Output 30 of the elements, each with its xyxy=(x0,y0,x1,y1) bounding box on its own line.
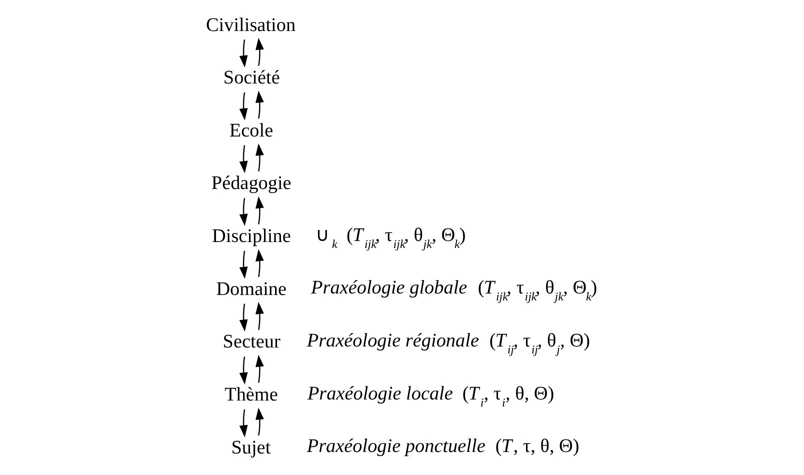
arrow xyxy=(239,198,248,226)
node-text: Secteur xyxy=(222,332,280,353)
arrow xyxy=(239,250,248,279)
node-label: Praxéologie régionale (T$_{ij}$, τ$_{ij}$, θ$_{j}$, Θ) xyxy=(306,330,590,357)
arrow xyxy=(256,249,264,278)
node-label: Praxéologie ponctuelle (T, τ, θ, Θ) xyxy=(306,436,580,458)
node-label: Praxéologie locale (T$_{i}$, τ$_{i}$, θ, Θ) xyxy=(307,383,554,410)
node-text: Thème xyxy=(224,384,278,406)
node-text: Sujet xyxy=(231,437,271,458)
arrow xyxy=(256,354,264,383)
arrow xyxy=(256,38,264,66)
arrow xyxy=(256,196,264,224)
arrow xyxy=(256,90,264,119)
arrow xyxy=(239,356,248,384)
arrow xyxy=(256,408,264,436)
arrow xyxy=(239,409,248,438)
node-label: Praxéologie globale (T$_{ijk}$, τ$_{ijk}$, θ$_{jk}$, Θ$_{k}$) xyxy=(311,278,598,304)
node-text: Civilisation xyxy=(206,14,296,36)
arrow xyxy=(256,302,264,330)
node-text: Pédagogie xyxy=(211,173,292,194)
node-text: Discipline xyxy=(212,226,291,248)
node-text: Ecole xyxy=(229,120,274,142)
arrow xyxy=(256,143,264,172)
arrow xyxy=(239,145,248,174)
node-text: Société xyxy=(223,68,280,89)
node-label: ∪$_{k}$ (T$_{ijk}$, τ$_{ijk}$, θ$_{jk}$, Θ$_{k}$) xyxy=(315,224,466,251)
arrow xyxy=(239,304,248,332)
arrow xyxy=(239,92,248,120)
node-text: Domaine xyxy=(216,278,287,300)
arrow xyxy=(239,40,248,68)
